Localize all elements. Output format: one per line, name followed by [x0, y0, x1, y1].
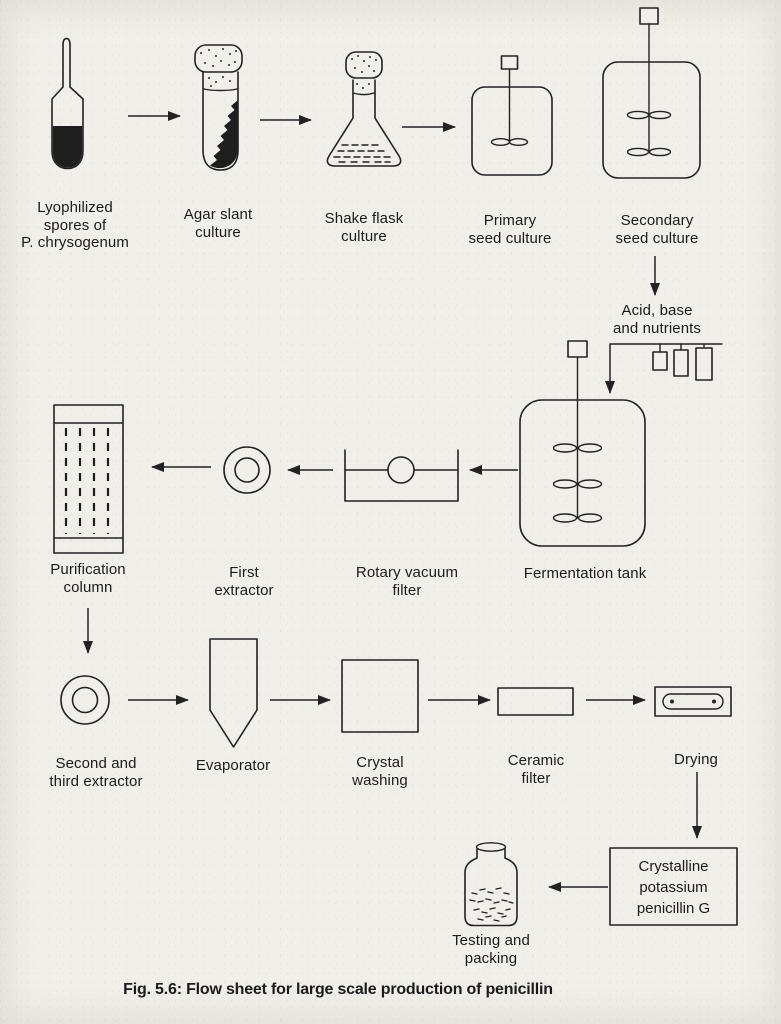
label-ceramic-filter: Ceramic filter — [507, 752, 565, 787]
rotary-vacuum-filter-icon — [344, 449, 459, 502]
label-crystalline-penicillin: Crystalline potassium penicillin G — [636, 858, 711, 917]
secondary-seed-tank-icon — [602, 7, 701, 179]
label-crystal-washing: Crystal washing — [352, 754, 408, 789]
label-lyophilized-spores: Lyophilized spores of P. chrysogenum — [21, 199, 129, 251]
second-third-extractor-icon — [60, 675, 110, 725]
cork-stipple-dots — [200, 48, 237, 87]
label-purification-column: Purification column — [50, 561, 126, 596]
flow-arrows — [83, 111, 702, 892]
drying-unit-icon — [654, 686, 732, 717]
fermentation-tank-icon — [519, 340, 646, 547]
ceramic-filter-icon — [497, 687, 574, 716]
product-box — [609, 847, 738, 926]
purification-column-icon — [53, 404, 124, 554]
label-drying: Drying — [674, 751, 718, 768]
label-rotary-vacuum-filter: Rotary vacuum filter — [355, 564, 459, 599]
evaporator-icon — [209, 638, 258, 748]
first-extractor-icon — [223, 446, 271, 494]
label-testing-packing: Testing and packing — [452, 932, 530, 967]
label-shake-flask: Shake flask culture — [324, 210, 404, 245]
agar-slant-tube-icon — [194, 44, 243, 171]
crystal-dashes — [469, 887, 514, 922]
label-evaporator: Evaporator — [195, 757, 271, 774]
label-acid-base-nutrients: Acid, base and nutrients — [612, 302, 702, 337]
label-first-extractor: First extractor — [214, 564, 274, 599]
liquid-dashes — [333, 144, 391, 163]
label-secondary-seed: Secondary seed culture — [615, 212, 699, 247]
primary-seed-tank-icon — [471, 55, 553, 176]
label-fermentation-tank: Fermentation tank — [523, 565, 647, 582]
cork-stipple-dots — [351, 55, 377, 89]
product-bottle-icon — [464, 842, 518, 927]
shake-flask-icon — [326, 51, 402, 167]
acid-base-feed-icon — [609, 343, 723, 381]
ampoule-icon — [51, 37, 84, 170]
label-agar-slant: Agar slant culture — [183, 206, 253, 241]
label-second-third-extractor: Second and third extractor — [49, 755, 143, 790]
label-primary-seed: Primary seed culture — [468, 212, 552, 247]
figure-caption: Fig. 5.6: Flow sheet for large scale pro… — [123, 981, 553, 998]
crystal-washing-icon — [341, 659, 419, 733]
